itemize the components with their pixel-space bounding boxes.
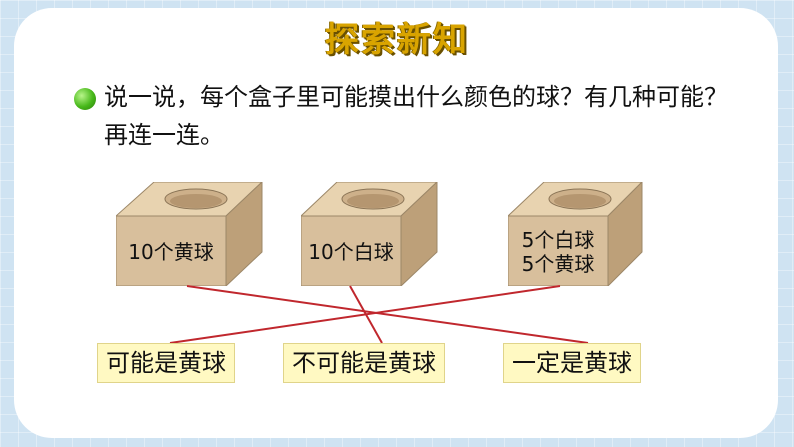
box-3: 5个白球 5个黄球 [506, 180, 644, 288]
box-3-label-line1: 5个白球 [521, 228, 595, 252]
box-1: 10个黄球 [114, 180, 264, 288]
box-1-label: 10个黄球 [128, 240, 214, 264]
box-2: 10个白球 [299, 180, 439, 288]
box-2-label: 10个白球 [308, 240, 394, 264]
line-box1-to-certain [186, 285, 589, 344]
box-3-shape [506, 180, 644, 288]
answer-impossible-yellow[interactable]: 不可能是黄球 [283, 343, 445, 383]
question-prompt: 说一说，每个盒子里可能摸出什么颜色的球？有几种可能？再连一连。 [104, 83, 728, 149]
line-box3-to-possible [169, 285, 561, 344]
slide-title: 探索新知 [325, 20, 469, 60]
answer-possible-yellow[interactable]: 可能是黄球 [97, 343, 235, 383]
box-1-shape [114, 180, 264, 288]
green-ball-bullet-icon [74, 88, 96, 110]
answer-certain-yellow[interactable]: 一定是黄球 [503, 343, 641, 383]
box-2-shape [299, 180, 439, 288]
box-3-label-line2: 5个黄球 [521, 252, 595, 276]
